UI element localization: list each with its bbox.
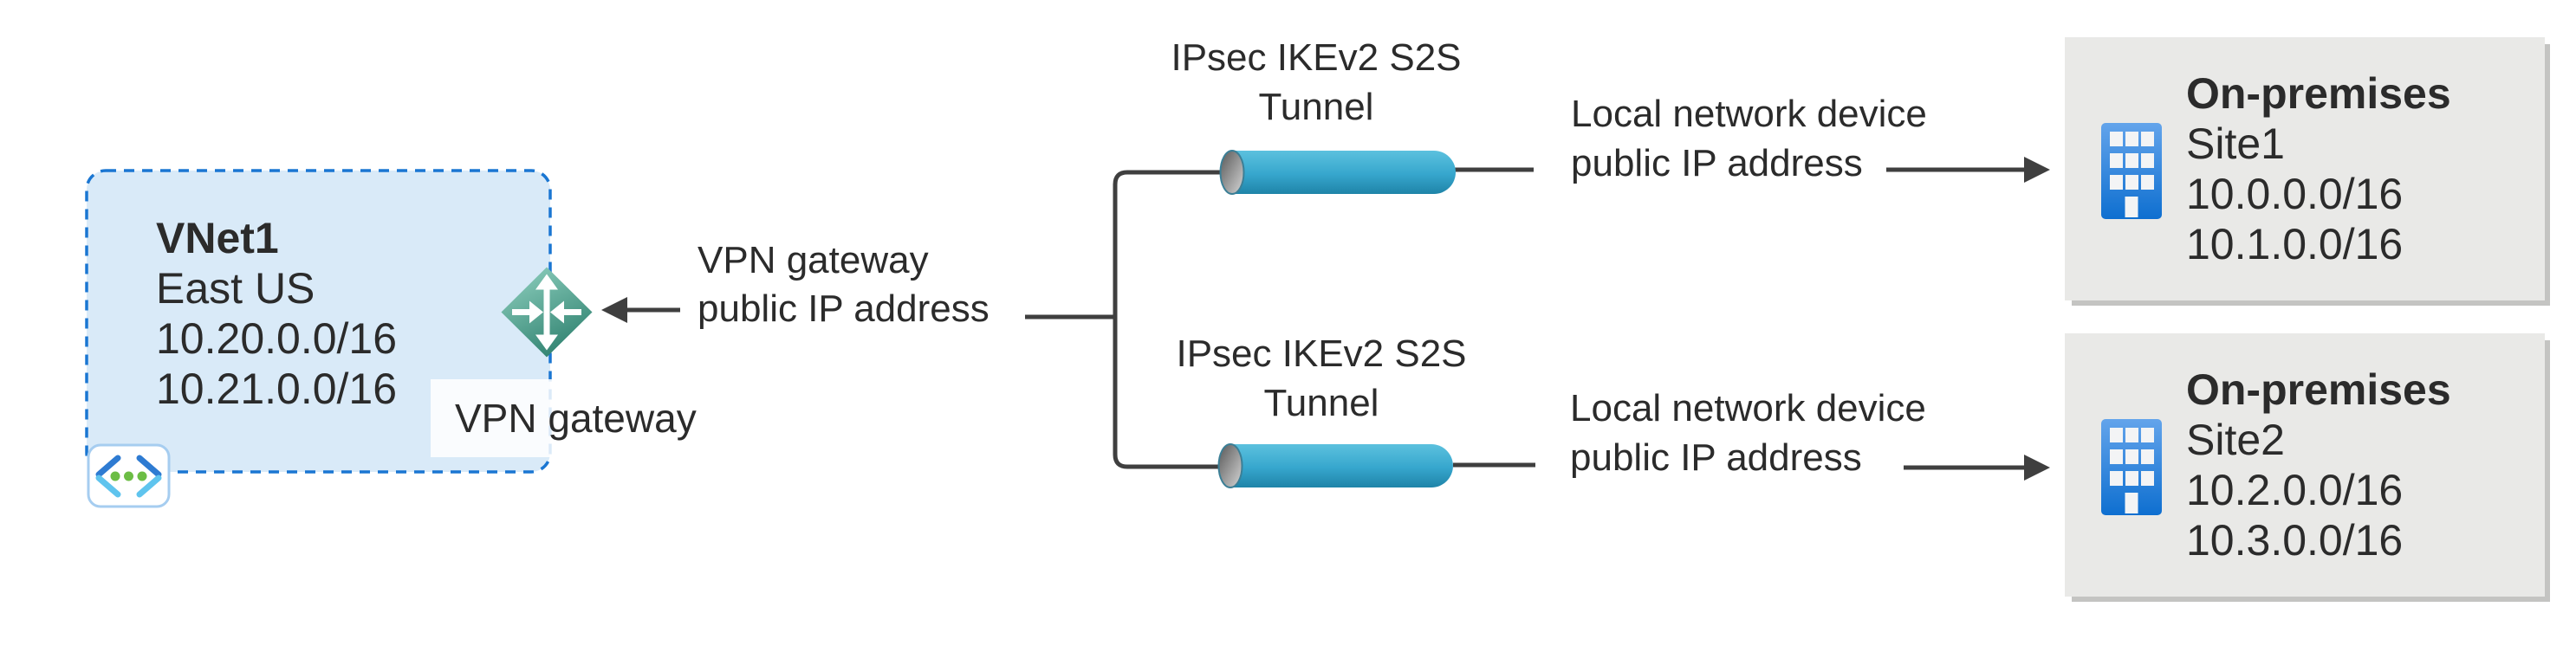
branch-split-line xyxy=(1113,170,1222,469)
building-icon xyxy=(2101,123,2162,219)
site2-info: On-premises Site2 10.2.0.0/16 10.3.0.0/1… xyxy=(2186,365,2451,565)
tunnel-1-label: IPsec IKEv2 S2S Tunnel xyxy=(1048,33,1585,132)
gateway-public-ip-line2: public IP address xyxy=(698,287,990,330)
local-device-2-line1: Local network device xyxy=(1570,387,1926,429)
site1-title: On-premises xyxy=(2186,69,2451,118)
local-device-1-label: Local network device public IP address xyxy=(1571,89,1927,188)
tunnel-2-pipe-icon xyxy=(1217,443,1453,488)
tunnel-2-label: IPsec IKEv2 S2S Tunnel xyxy=(1053,329,1590,428)
vpn-gateway-diamond-icon xyxy=(501,267,593,358)
vnet-name: VNet1 xyxy=(156,214,279,262)
site2-box: On-premises Site2 10.2.0.0/16 10.3.0.0/1… xyxy=(2065,333,2545,597)
tunnel-2-label-line2: Tunnel xyxy=(1263,382,1379,424)
site2-name: Site2 xyxy=(2186,416,2285,464)
local-device-2-line2: public IP address xyxy=(1570,436,1862,479)
virtual-network-icon xyxy=(87,443,171,508)
gateway-public-ip-label: VPN gateway public IP address xyxy=(698,236,990,333)
site1-name: Site1 xyxy=(2186,119,2285,168)
vnet-region: East US xyxy=(156,264,315,313)
site2-title: On-premises xyxy=(2186,365,2451,414)
vnet-address-space-1: 10.20.0.0/16 xyxy=(156,314,398,363)
site2-address-space-1: 10.2.0.0/16 xyxy=(2186,466,2404,514)
gateway-public-ip-line1: VPN gateway xyxy=(698,239,929,281)
local-device-1-line2: public IP address xyxy=(1571,142,1863,184)
local-device-1-line1: Local network device xyxy=(1571,93,1927,135)
site1-arrow-right xyxy=(1886,157,2050,183)
tunnel-2-label-line1: IPsec IKEv2 S2S xyxy=(1176,332,1467,375)
site2-arrow-right xyxy=(1904,455,2050,481)
vnet-address-space-2: 10.21.0.0/16 xyxy=(156,365,398,413)
site1-box: On-premises Site1 10.0.0.0/16 10.1.0.0/1… xyxy=(2065,37,2545,300)
tunnel-1-pipe-icon xyxy=(1219,150,1456,195)
local-device-2-label: Local network device public IP address xyxy=(1570,384,1926,482)
vpn-gateway-label: VPN gateway xyxy=(431,379,718,457)
tunnel-1-label-line2: Tunnel xyxy=(1258,86,1374,128)
site2-address-space-2: 10.3.0.0/16 xyxy=(2186,516,2404,565)
tunnel-1-label-line1: IPsec IKEv2 S2S xyxy=(1171,36,1462,79)
gateway-ip-arrow-left xyxy=(601,297,680,323)
vnet-info: VNet1 East US 10.20.0.0/16 10.21.0.0/16 xyxy=(156,213,397,414)
site1-address-space-2: 10.1.0.0/16 xyxy=(2186,220,2404,268)
building-icon xyxy=(2101,419,2162,515)
site1-info: On-premises Site1 10.0.0.0/16 10.1.0.0/1… xyxy=(2186,68,2451,269)
site1-address-space-1: 10.0.0.0/16 xyxy=(2186,170,2404,218)
